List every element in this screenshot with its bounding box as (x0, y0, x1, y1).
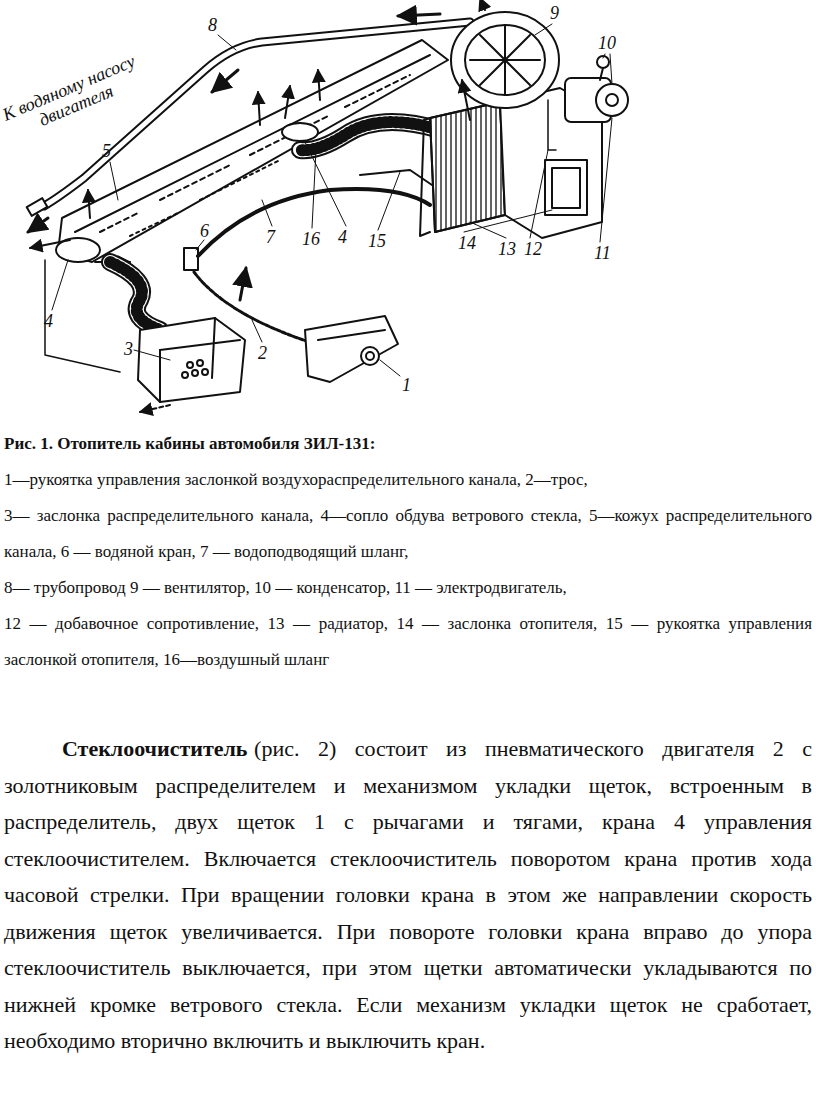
illustration-part (110, 162, 118, 200)
callout-number: 3 (124, 340, 133, 358)
figure-legend: Рис. 1. Отопитель кабины автомобиля ЗИЛ-… (4, 426, 812, 678)
illustration-part (110, 262, 160, 330)
illustration-part (282, 123, 318, 141)
illustration-part (45, 260, 120, 372)
illustration-part (366, 352, 374, 360)
illustration-part (212, 70, 238, 92)
callout-number: 5 (102, 142, 111, 160)
illustration-part (300, 122, 440, 150)
illustration-part (252, 320, 262, 342)
callout-number: 1 (402, 376, 411, 394)
illustration-part (318, 70, 320, 100)
illustration-part (361, 347, 379, 365)
illustration-part (465, 25, 545, 95)
illustration-part (305, 316, 398, 382)
callout-number: 15 (368, 232, 386, 250)
illustration-part (420, 118, 430, 236)
body-paragraph: Стеклоочиститель(рис. 2) состоит из пнев… (4, 731, 812, 1060)
illustration-part (548, 100, 556, 150)
illustration-part (258, 92, 260, 125)
callout-number: 6 (200, 222, 209, 240)
callout-number: 16 (302, 230, 320, 248)
illustration-part (100, 212, 140, 232)
illustration-part (52, 260, 68, 310)
illustration-part (134, 350, 170, 360)
illustration-part (196, 240, 204, 250)
illustration-part (480, 35, 530, 85)
callout-number: 8 (208, 16, 217, 34)
illustration-part (430, 102, 505, 232)
callout-number: 10 (598, 34, 616, 52)
illustration-part (462, 80, 470, 120)
illustration-part (28, 218, 48, 232)
callout-number: 9 (550, 4, 559, 22)
body-text: (рис. 2) состоит из пневматического двиг… (4, 736, 812, 1053)
illustration-part (606, 94, 618, 106)
illustration-part (218, 35, 236, 50)
illustration-part (140, 405, 170, 412)
callout-number: 12 (524, 240, 542, 258)
callout-number: 11 (594, 244, 611, 262)
figure-caption: Рис. 1. Отопитель кабины автомобиля ЗИЛ-… (4, 426, 812, 462)
illustration-part (110, 262, 160, 330)
illustration-part (130, 212, 180, 236)
illustration-part (30, 240, 70, 248)
legend-line: 8— трубопровод 9 — вентилятор, 10 — конд… (4, 570, 812, 606)
legend-line: 3— заслонка распределительного канала, 4… (4, 498, 812, 570)
illustration-part (110, 262, 160, 330)
illustration-part (197, 360, 203, 366)
illustration-part (198, 189, 430, 256)
illustration-part (312, 150, 316, 228)
callout-number: 4 (338, 228, 347, 246)
illustration-part (600, 68, 603, 80)
illustration-part (202, 369, 208, 375)
illustration-part (345, 75, 410, 107)
illustration-part (27, 198, 48, 216)
illustration-part (212, 318, 215, 378)
illustration-part (88, 190, 90, 218)
illustration-part (552, 168, 580, 208)
illustration-part (480, 0, 485, 10)
illustration-part (600, 118, 612, 242)
callout-number: 14 (458, 234, 476, 252)
callout-number: 2 (258, 344, 267, 362)
illustration-part (545, 160, 587, 215)
illustration-part (300, 122, 440, 150)
illustration-part (464, 210, 552, 232)
illustration-part (451, 12, 559, 108)
callout-number: 13 (498, 240, 516, 258)
illustration-part (596, 84, 628, 116)
legend-line: 1—рукоятка управления заслонкой воздухор… (4, 462, 812, 498)
legend-line: 12 — добавочное сопротивление, 13 — ради… (4, 606, 812, 678)
illustration-part (603, 54, 605, 58)
callout-number: 7 (266, 228, 275, 246)
illustration-part (380, 360, 400, 376)
illustration-part (480, 35, 530, 85)
illustration-part (184, 248, 198, 270)
illustration-part (285, 86, 290, 118)
illustration-part (160, 165, 230, 200)
illustration-part (160, 340, 240, 350)
term-heading: Стеклоочиститель (62, 736, 248, 761)
illustration-part (530, 150, 548, 238)
illustration-part (535, 24, 552, 35)
illustration-part (318, 330, 385, 340)
illustration-part (187, 362, 193, 368)
illustration-part (610, 54, 612, 84)
illustration-part (398, 14, 440, 16)
callout-number: 4 (44, 312, 53, 330)
illustration-part (200, 160, 280, 200)
illustration-part (262, 200, 272, 226)
illustration-part (192, 370, 198, 376)
illustration-part (138, 318, 245, 402)
illustration-part (300, 122, 440, 150)
illustration-part (378, 172, 400, 230)
illustration-part (240, 268, 246, 300)
illustration-part (430, 102, 505, 232)
illustration-part (182, 372, 188, 378)
illustration-part (305, 142, 346, 226)
